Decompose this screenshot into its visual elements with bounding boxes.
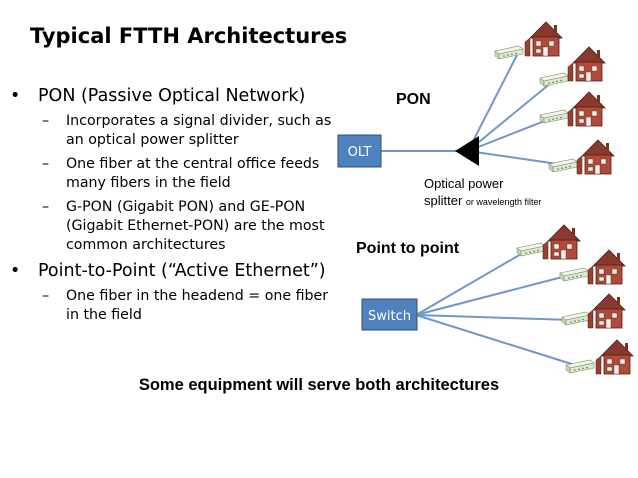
dash: –: [42, 199, 50, 215]
network-device-icon: [561, 311, 591, 326]
pon-drop-fiber: [467, 54, 518, 152]
bullet-list: • PON (Passive Optical Network) – Incorp…: [10, 86, 340, 325]
pon-drop-fiber: [467, 117, 553, 152]
network-device-icon: [548, 158, 578, 173]
sub-bullet-text: Incorporates a signal divider, such as a…: [66, 113, 332, 148]
sub-bullet: – G-PON (Gigabit PON) and GE-PON (Gigabi…: [10, 198, 340, 255]
splitter-icon: [455, 136, 479, 166]
network-device-icon: [494, 45, 524, 60]
sub-bullet-text: One fiber at the central office feeds ma…: [66, 156, 320, 191]
p2p-fiber: [415, 249, 529, 316]
network-device-icon: [539, 72, 569, 87]
splitter-note: or wavelength filter: [465, 197, 542, 207]
house-icon: [567, 46, 606, 82]
splitter-label-line2: splitter or wavelength filter: [424, 192, 541, 211]
house-icon: [567, 91, 606, 127]
house-icon: [587, 293, 626, 329]
p2p-fiber: [415, 314, 579, 367]
p2p-heading: Point to point: [356, 240, 460, 257]
splitter-label-line1: Optical power: [424, 176, 504, 191]
bullet-pon-text: PON (Passive Optical Network): [38, 86, 306, 106]
house-icon: [576, 139, 615, 175]
pon-fibers: [380, 54, 559, 165]
bullet-dot: •: [10, 86, 21, 106]
pon-drop-fiber: [467, 150, 559, 165]
sub-bullet-text: One fiber in the headend = one fiber in …: [66, 288, 329, 323]
house-icon: [524, 21, 563, 57]
network-device-icon: [539, 109, 569, 124]
bullet-p2p-text: Point-to-Point (“Active Ethernet”): [38, 261, 326, 281]
dash: –: [42, 156, 50, 172]
dash: –: [42, 113, 50, 129]
p2p-fiber: [415, 274, 571, 316]
bullet-pon: • PON (Passive Optical Network): [10, 86, 340, 107]
sub-bullet: – One fiber at the central office feeds …: [10, 155, 340, 193]
splitter-word: splitter: [424, 193, 463, 208]
network-device-icon: [516, 242, 546, 257]
pon-heading: PON: [396, 91, 431, 108]
slide-title: Typical FTTH Architectures: [30, 24, 348, 48]
p2p-fiber: [415, 314, 573, 321]
house-icon: [587, 249, 626, 285]
sub-bullet-text: G-PON (Gigabit PON) and GE-PON (Gigabit …: [66, 199, 325, 253]
olt-box: [337, 134, 382, 168]
switch-label: Switch: [368, 309, 411, 324]
bullet-dot: •: [10, 261, 21, 281]
p2p-fibers: [415, 249, 579, 367]
splitter-label: Optical power splitter or wavelength fil…: [424, 175, 541, 211]
olt-label: OLT: [348, 145, 372, 160]
switch-box: [361, 298, 418, 331]
house-icon: [595, 339, 634, 375]
house-icon: [542, 224, 581, 260]
sub-bullet: – Incorporates a signal divider, such as…: [10, 112, 340, 150]
footer-note: Some equipment will serve both architect…: [138, 376, 500, 394]
dash: –: [42, 288, 50, 304]
sub-bullet: – One fiber in the headend = one fiber i…: [10, 287, 340, 325]
bullet-p2p: • Point-to-Point (“Active Ethernet”): [10, 261, 340, 282]
pon-drop-fiber: [467, 81, 553, 152]
network-device-icon: [565, 359, 595, 374]
network-device-icon: [559, 267, 589, 282]
